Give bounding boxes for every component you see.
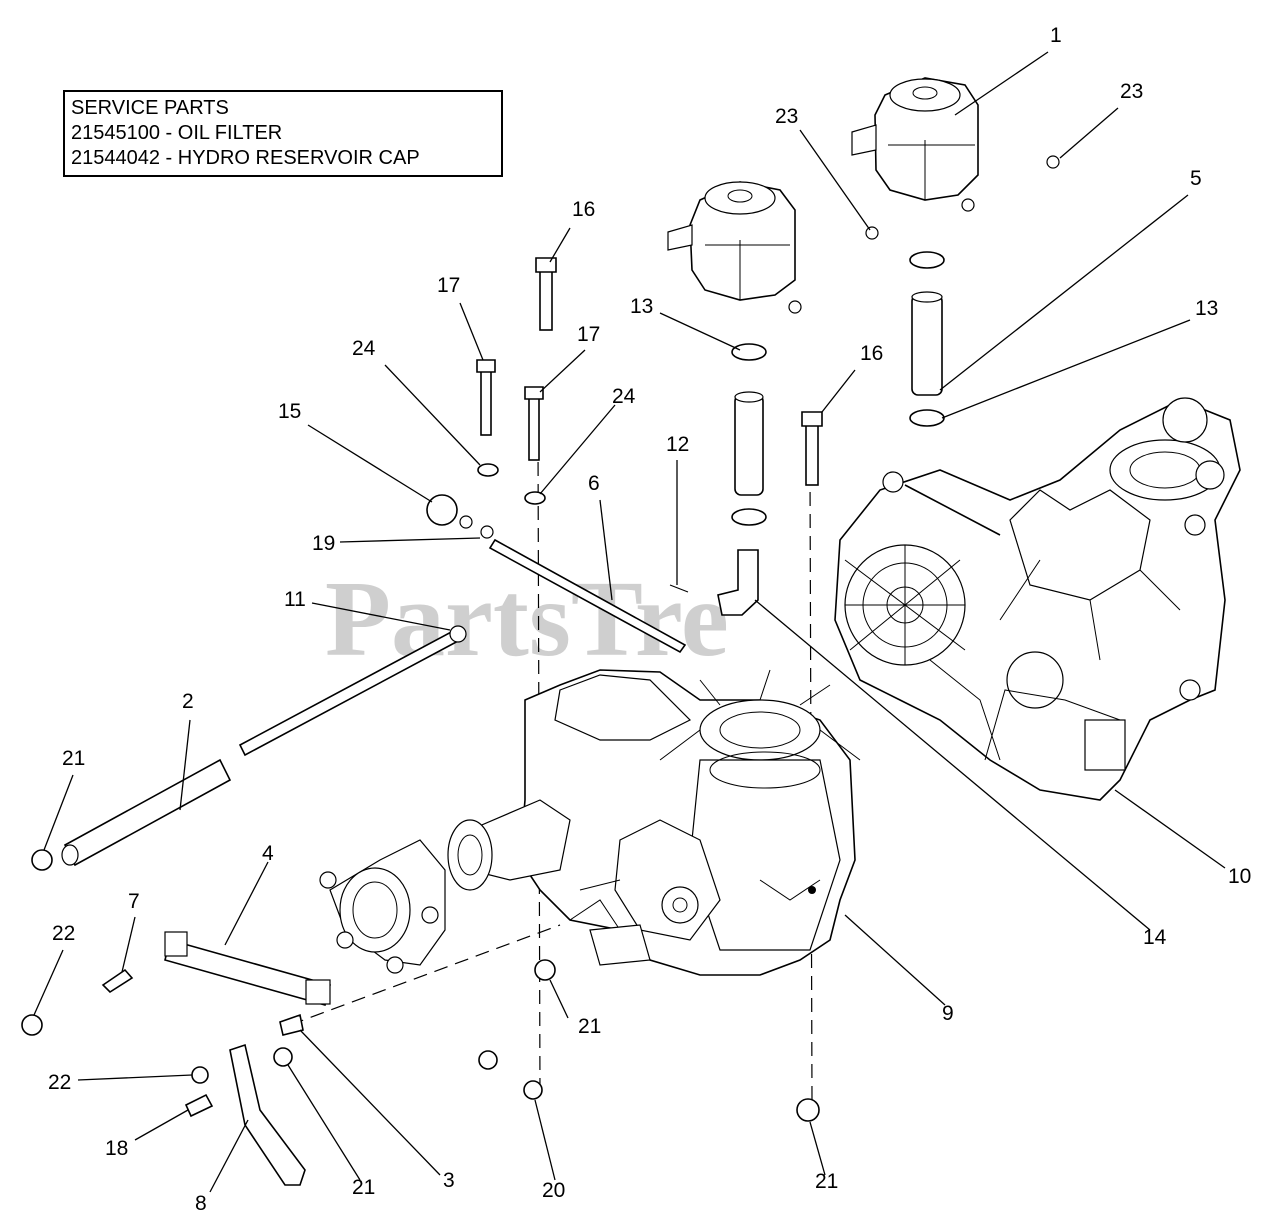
callout: 14 bbox=[1143, 926, 1167, 949]
service-part-line: 21545100 - OIL FILTER bbox=[71, 122, 283, 144]
hydro-reservoir-right bbox=[851, 77, 979, 212]
watermark: PartsTre bbox=[325, 560, 729, 679]
callout: 21 bbox=[815, 1170, 838, 1193]
service-parts-heading: SERVICE PARTS bbox=[71, 97, 229, 119]
callout: 15 bbox=[278, 400, 301, 423]
callout: 22 bbox=[48, 1071, 71, 1094]
hoses-and-clamps bbox=[717, 155, 1060, 616]
callout: 18 bbox=[105, 1137, 128, 1160]
callout: 23 bbox=[1120, 80, 1143, 103]
callout: 13 bbox=[1195, 297, 1218, 320]
callout: 5 bbox=[1190, 167, 1202, 190]
callout: 21 bbox=[62, 747, 85, 770]
left-hydro-transmission bbox=[319, 669, 861, 976]
callout: 12 bbox=[666, 433, 689, 456]
callout: 2 bbox=[182, 690, 194, 713]
leader-lines bbox=[33, 51, 1226, 1193]
right-hydro-transmission bbox=[834, 397, 1241, 801]
service-part-line: 21544042 - HYDRO RESERVOIR CAP bbox=[71, 147, 420, 169]
callout: 21 bbox=[352, 1176, 375, 1199]
callout: 24 bbox=[352, 337, 376, 360]
callout: 13 bbox=[630, 295, 653, 318]
hydro-reservoir-left bbox=[667, 181, 802, 314]
callout: 19 bbox=[312, 532, 335, 555]
callout: 22 bbox=[52, 922, 75, 945]
callout: 17 bbox=[577, 323, 600, 346]
service-parts-box: SERVICE PARTS 21545100 - OIL FILTER 2154… bbox=[63, 90, 503, 177]
callout: 9 bbox=[942, 1002, 954, 1025]
callout: 7 bbox=[128, 890, 140, 913]
callout: 8 bbox=[195, 1192, 207, 1215]
callout: 1 bbox=[1050, 24, 1062, 47]
callout: 21 bbox=[578, 1015, 601, 1038]
callout: 20 bbox=[542, 1179, 565, 1202]
callout: 10 bbox=[1228, 865, 1251, 888]
callout: 23 bbox=[775, 105, 798, 128]
callout: 3 bbox=[443, 1169, 455, 1192]
callout: 6 bbox=[588, 472, 600, 495]
callout: 17 bbox=[437, 274, 460, 297]
hardware bbox=[21, 257, 823, 1186]
callout: 16 bbox=[572, 198, 595, 221]
callout: 11 bbox=[284, 588, 306, 611]
callout: 16 bbox=[860, 342, 883, 365]
callout: 24 bbox=[612, 385, 636, 408]
callout: 4 bbox=[262, 842, 274, 865]
callout-numbers: 1 23 23 5 16 13 13 17 17 24 24 16 15 12 … bbox=[48, 24, 1251, 1215]
